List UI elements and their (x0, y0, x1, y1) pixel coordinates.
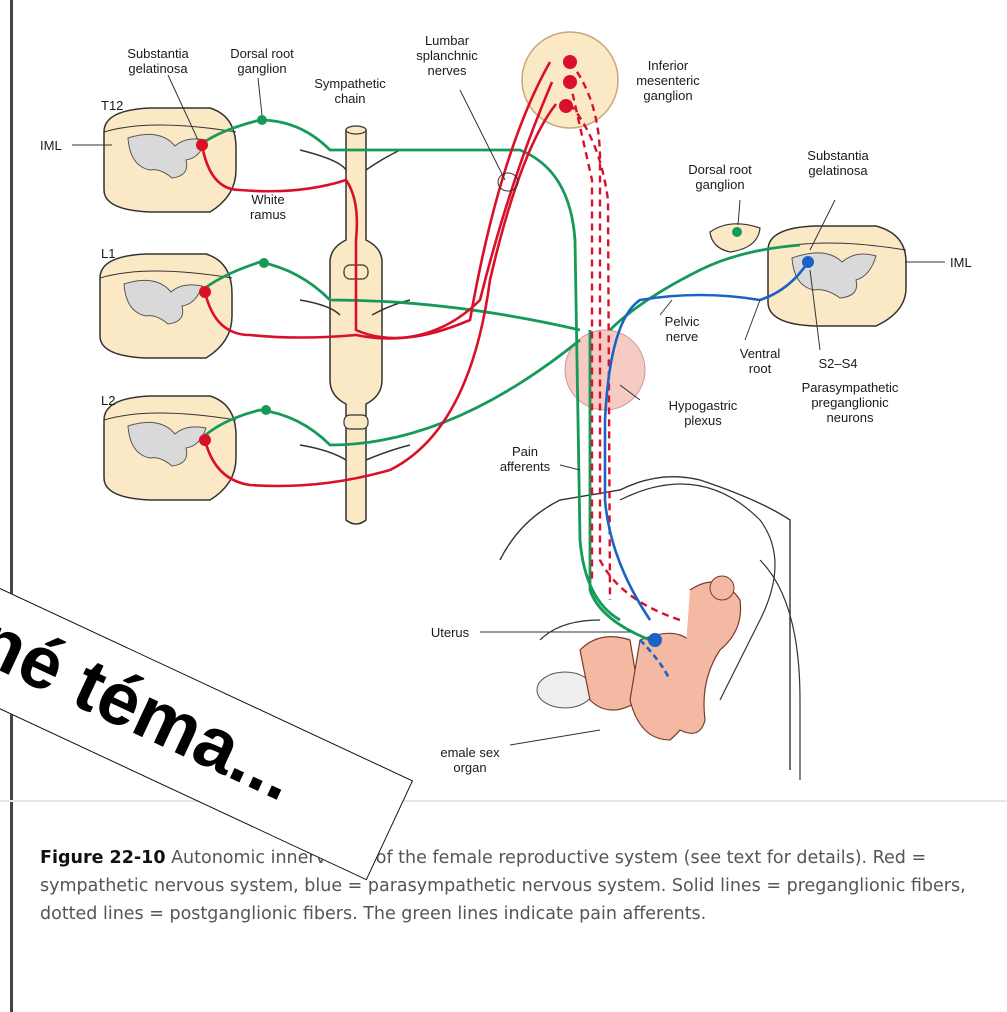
caption-separator (0, 800, 1007, 802)
spinal-segment-t12 (104, 108, 236, 212)
label-uterus: Uterus (431, 625, 470, 640)
pain-afferent-lines (200, 120, 800, 640)
figure-caption: Figure 22-10 Autonomic innervation of th… (40, 844, 980, 928)
label-l1: L1 (101, 246, 115, 261)
spinal-segment-l2 (104, 396, 236, 500)
label-l2: L2 (101, 393, 115, 408)
caption-text: Autonomic innervation of the female repr… (40, 848, 966, 924)
label-iml-left: IML (40, 138, 62, 153)
spinal-segment-sacral (710, 224, 906, 326)
figure-number: Figure 22-10 (40, 848, 166, 868)
pelvic-anatomy (500, 477, 800, 780)
label-t12: T12 (101, 98, 123, 113)
neuron-cell-bodies (196, 55, 814, 647)
spinal-segment-l1 (100, 254, 232, 358)
label-iml-right: IML (950, 255, 972, 270)
label-s2-s4: S2–S4 (818, 356, 857, 371)
